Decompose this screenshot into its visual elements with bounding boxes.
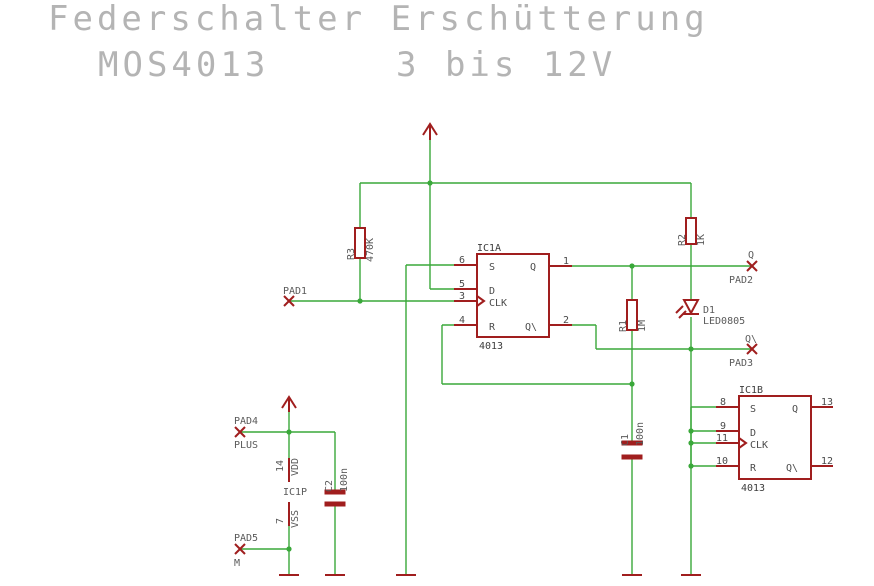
d1-name: D1 — [703, 305, 715, 316]
ic1a-type: 4013 — [479, 341, 503, 352]
ic1a-name: IC1A — [477, 243, 501, 254]
ic1a-num-q: 1 — [563, 256, 569, 267]
d1-value: LED0805 — [703, 316, 745, 327]
ic1a-num-qbar: 2 — [563, 315, 569, 326]
ic1b-pin-clk: CLK — [750, 440, 768, 451]
pad4-label: PAD4 — [234, 416, 258, 427]
capacitor-c1 — [621, 440, 643, 460]
r1-name: R1 — [618, 320, 629, 332]
ic1a-num-r: 4 — [459, 315, 465, 326]
ic1b-pin-q: Q — [792, 404, 798, 415]
ic1b-num-q: 13 — [821, 397, 833, 408]
ic1a-pin-r: R — [489, 322, 496, 333]
r2-name: R2 — [677, 234, 688, 246]
junction-dot — [286, 546, 292, 552]
title-line-2-right: 3 bis 12V — [396, 45, 616, 85]
c1-value: 100n — [635, 422, 646, 446]
ic1a-body — [476, 253, 550, 338]
ic1a-pin-s: S — [489, 262, 495, 273]
pad4-cross-icon — [234, 426, 246, 438]
capacitor-c2 — [324, 489, 346, 507]
pad2-label: PAD2 — [729, 275, 753, 286]
r2-value: 1K — [696, 234, 707, 246]
r3-value: 470K — [365, 238, 376, 262]
vdd-label: VDD — [290, 458, 301, 476]
junctions — [286, 180, 694, 552]
ic1p-label: IC1P — [283, 487, 307, 498]
supply-arrow-icon — [281, 395, 297, 412]
junction-dot — [427, 180, 433, 186]
minus-label: M — [234, 558, 240, 569]
resistor-r1 — [626, 299, 638, 331]
ic1b-num-qbar: 12 — [821, 456, 833, 467]
pad1-label: PAD1 — [283, 286, 307, 297]
ic1b-pin-r: R — [750, 463, 757, 474]
r1-value: 1M — [637, 320, 648, 332]
c1-name: C1 — [620, 434, 631, 446]
c2-value: 100n — [339, 468, 350, 492]
pad3-cross-icon — [746, 343, 758, 355]
ic1a-pin-clk: CLK — [489, 298, 507, 309]
r3-name: R3 — [346, 248, 357, 260]
ic1a-pin-q: Q — [530, 262, 536, 273]
ic1b-num-s: 8 — [720, 397, 726, 408]
ic1a-num-clk: 3 — [459, 291, 465, 302]
title-line-1: Federschalter Erschütterung — [48, 0, 709, 39]
c2-name: C2 — [324, 480, 335, 492]
junction-dot — [629, 381, 635, 387]
led-d1-icon — [675, 299, 700, 319]
ic1b-num-d: 9 — [720, 421, 726, 432]
ic1b-name: IC1B — [739, 385, 763, 396]
junction-dot — [629, 263, 635, 269]
ic1b-pin-stubs — [716, 406, 833, 467]
ic1a-num-s: 6 — [459, 255, 465, 266]
q-output-label: Q — [748, 250, 754, 261]
ic1a-num-d: 5 — [459, 279, 465, 290]
ic1a-pin-d: D — [489, 286, 495, 297]
ic1b-pin-d: D — [750, 428, 756, 439]
pad3-label: PAD3 — [729, 358, 753, 369]
pad5-label: PAD5 — [234, 533, 258, 544]
plus-label: PLUS — [234, 440, 258, 451]
junction-dot — [688, 346, 694, 352]
ic1b-pin-s: S — [750, 404, 756, 415]
junction-dot — [357, 298, 363, 304]
ic1a-pin-stubs — [454, 264, 572, 326]
pad1-cross-icon — [283, 295, 295, 307]
ic1b-num-clk: 11 — [716, 433, 728, 444]
ic1b-num-r: 10 — [716, 456, 728, 467]
junction-dot — [688, 463, 694, 469]
ic1b-body — [738, 395, 812, 480]
pin14-number: 14 — [275, 460, 286, 472]
pin7-number: 7 — [275, 518, 286, 524]
vss-label: VSS — [290, 510, 301, 528]
resistor-r3 — [354, 227, 366, 259]
junction-dot — [688, 440, 694, 446]
junction-dot — [286, 429, 292, 435]
supply-arrow-icon — [422, 122, 438, 140]
qbar-output-label: Q\ — [745, 334, 757, 345]
junction-dot — [688, 428, 694, 434]
ic1b-pin-qbar: Q\ — [786, 463, 798, 474]
pad2-cross-icon — [746, 260, 758, 272]
resistor-r2 — [685, 217, 697, 245]
ic1a-pin-qbar: Q\ — [525, 322, 537, 333]
ic1b-type: 4013 — [741, 483, 765, 494]
title-line-2-left: MOS4013 — [98, 45, 269, 85]
pad5-cross-icon — [234, 543, 246, 555]
wires — [240, 135, 833, 574]
